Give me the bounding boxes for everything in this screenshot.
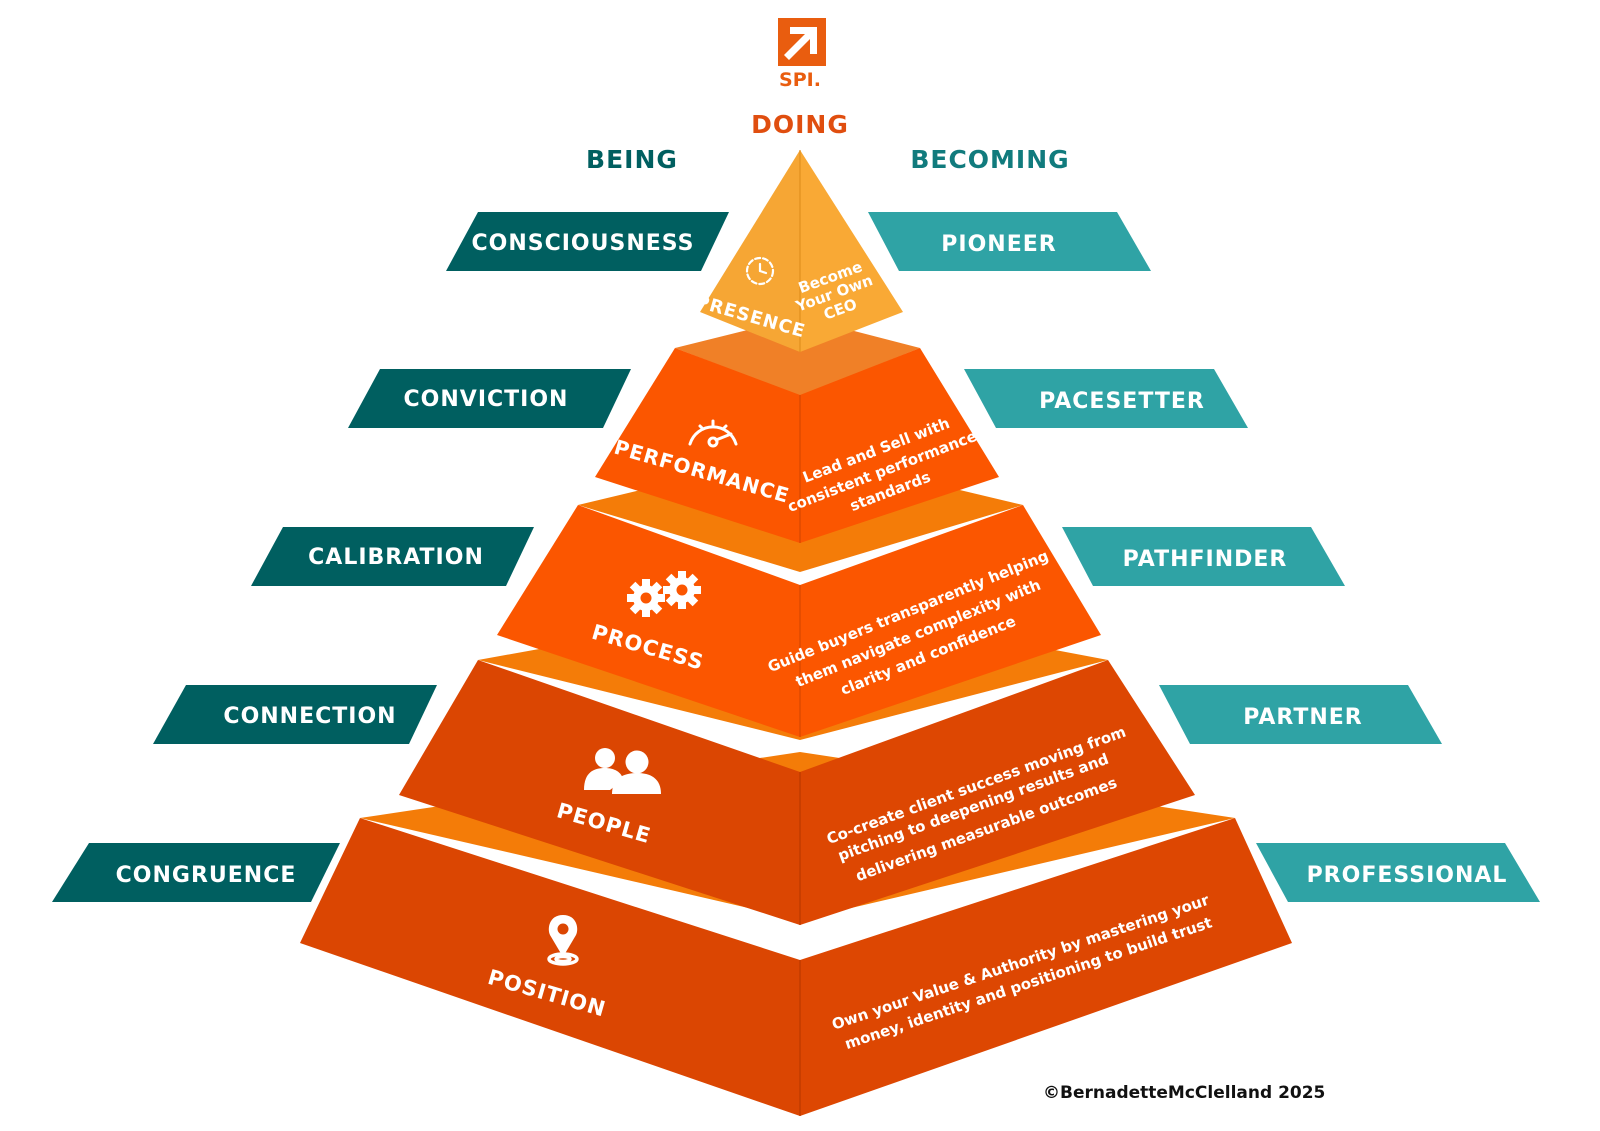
becoming-label-professional: PROFESSIONAL xyxy=(1307,863,1508,888)
being-label-consciousness: CONSCIOUSNESS xyxy=(472,231,695,256)
speedometer-icon xyxy=(688,419,738,448)
becoming-label-pioneer: PIONEER xyxy=(941,232,1056,257)
becoming-banner-professional: PROFESSIONAL xyxy=(1256,843,1540,902)
people-icon xyxy=(584,748,661,794)
location-pin-icon xyxy=(547,915,579,966)
becoming-banner-partner: PARTNER xyxy=(1159,685,1442,744)
clock-icon xyxy=(745,256,775,286)
becoming-label-partner: PARTNER xyxy=(1243,705,1362,730)
becoming-header: BECOMING xyxy=(910,145,1069,174)
becoming-banner-pathfinder: PATHFINDER xyxy=(1062,527,1345,586)
being-banner-connection: CONNECTION xyxy=(153,685,437,744)
becoming-banner-pioneer: PIONEER xyxy=(868,212,1151,271)
becoming-label-pathfinder: PATHFINDER xyxy=(1123,547,1288,572)
gears-icon xyxy=(627,571,701,617)
logo-text: SPI. xyxy=(779,69,821,91)
arrow-icon xyxy=(778,18,826,66)
tier-presence: PRESENCE Become Your Own CEO xyxy=(693,150,903,352)
being-label-congruence: CONGRUENCE xyxy=(116,863,297,888)
being-banner-calibration: CALIBRATION xyxy=(251,527,534,586)
being-label-connection: CONNECTION xyxy=(223,704,396,729)
tier-performance: PERFORMANCE Lead and Sell with consisten… xyxy=(595,317,999,543)
being-banner-conviction: CONVICTION xyxy=(348,369,631,428)
doing-header: DOING xyxy=(751,110,849,139)
being-header: BEING xyxy=(586,145,678,174)
becoming-label-pacesetter: PACESETTER xyxy=(1039,389,1205,414)
being-label-conviction: CONVICTION xyxy=(404,387,569,412)
copyright-text: ©BernadetteMcClelland 2025 xyxy=(1043,1083,1325,1103)
becoming-banner-pacesetter: PACESETTER xyxy=(964,369,1248,428)
being-label-calibration: CALIBRATION xyxy=(308,545,484,570)
spi-logo: SPI. xyxy=(778,18,826,91)
being-banner-consciousness: CONSCIOUSNESS xyxy=(446,212,729,271)
being-banner-congruence: CONGRUENCE xyxy=(52,843,340,902)
